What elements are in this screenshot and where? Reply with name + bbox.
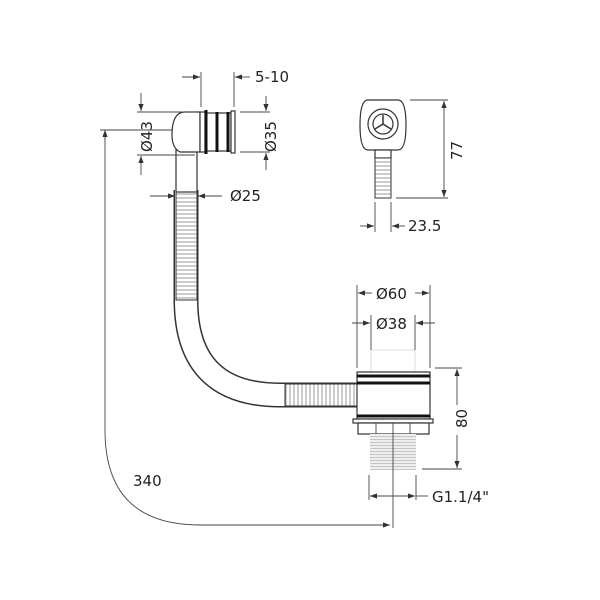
flexible-hose: [173, 149, 358, 408]
overflow-depth-label: 5-10: [255, 68, 289, 86]
overflow-elbow: [171, 110, 236, 154]
overflow-side-view: 77 23.5: [359, 99, 466, 235]
overall-length-dimension: 340: [100, 129, 390, 528]
side-width-label: 23.5: [408, 217, 441, 235]
thread-size-label: G1.1/4": [432, 488, 489, 506]
waste-dimensions: Ø60 Ø38 80 G1.1/4": [352, 285, 489, 506]
waste-inner-diameter-label: Ø38: [376, 315, 407, 333]
waste-outer-diameter-label: Ø60: [376, 285, 407, 303]
overflow-dimensions: 5-10 Ø43 Ø35 Ø25: [137, 68, 289, 205]
overflow-inner-diameter-label: Ø35: [262, 121, 280, 152]
hose-diameter-label: Ø25: [230, 187, 261, 205]
side-height-label: 77: [448, 141, 466, 160]
waste-body: [352, 349, 434, 528]
overflow-outer-diameter-label: Ø43: [138, 121, 156, 152]
overall-length-label: 340: [133, 472, 162, 490]
waste-height-label: 80: [453, 409, 471, 428]
